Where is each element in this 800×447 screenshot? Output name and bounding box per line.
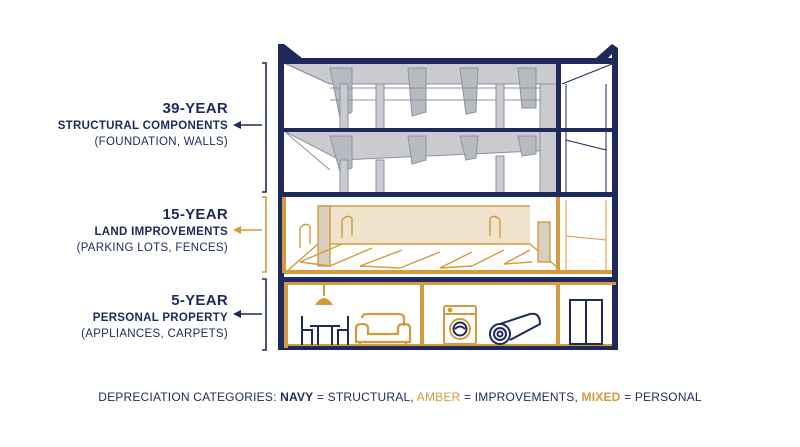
label-personal: 5-YEAR PERSONAL PROPERTY (APPLIANCES, CA… xyxy=(81,292,228,342)
right-shaft-upper xyxy=(561,63,613,194)
arrow-improvements xyxy=(233,226,262,234)
parking-level xyxy=(285,205,559,273)
legend-navy-key: NAVY xyxy=(280,390,314,404)
label-structural: 39-YEAR STRUCTURAL COMPONENTS (FOUNDATIO… xyxy=(58,100,228,150)
pendant-lamp-icon xyxy=(315,285,333,305)
arrow-personal xyxy=(233,310,262,318)
sofa-icon xyxy=(354,312,412,346)
rolled-carpet-icon xyxy=(489,312,542,345)
improvements-years: 15-YEAR xyxy=(162,206,228,223)
legend-mixed-rest: = PERSONAL xyxy=(620,390,702,404)
label-improvements: 15-YEAR LAND IMPROVEMENTS (PARKING LOTS,… xyxy=(77,206,228,256)
legend-mixed-key: MIXED xyxy=(581,390,621,404)
personal-examples: (APPLIANCES, CARPETS) xyxy=(81,328,228,340)
legend-prefix: DEPRECIATION CATEGORIES: xyxy=(98,390,281,404)
bracket-personal xyxy=(262,278,267,351)
bracket-improvements xyxy=(262,196,267,273)
legend-amber-rest: = IMPROVEMENTS, xyxy=(460,390,582,404)
right-shaft-middle xyxy=(565,200,607,272)
structural-name: STRUCTURAL COMPONENTS xyxy=(57,120,228,132)
bracket-structural xyxy=(262,62,267,193)
structural-years: 39-YEAR xyxy=(162,100,228,117)
arrow-structural xyxy=(233,121,262,129)
legend: DEPRECIATION CATEGORIES: NAVY = STRUCTUR… xyxy=(0,390,800,404)
structural-floors xyxy=(283,62,559,195)
washing-machine-icon xyxy=(443,305,477,345)
improvements-examples: (PARKING LOTS, FENCES) xyxy=(76,242,228,254)
personal-years: 5-YEAR xyxy=(171,292,228,309)
dining-table-icon xyxy=(301,316,349,345)
legend-navy-rest: = STRUCTURAL, xyxy=(313,390,417,404)
elevator-icon xyxy=(569,299,603,345)
legend-amber-key: AMBER xyxy=(416,390,461,404)
structural-examples: (FOUNDATION, WALLS) xyxy=(94,136,228,148)
personal-name: PERSONAL PROPERTY xyxy=(92,312,228,324)
improvements-name: LAND IMPROVEMENTS xyxy=(94,226,228,238)
